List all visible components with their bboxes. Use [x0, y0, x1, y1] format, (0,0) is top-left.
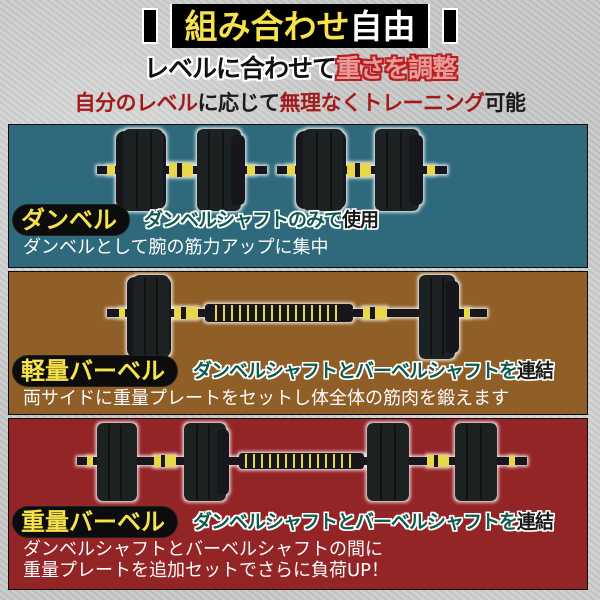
mode-badge: ダンベル: [13, 205, 129, 235]
title-cap-left: [142, 8, 158, 44]
heavy-barbell-illustration: [77, 423, 527, 501]
grip-rings: [245, 454, 351, 468]
mode-badge: 重量バーベル: [13, 507, 177, 537]
subtitle2-part: 可能: [484, 91, 527, 115]
title-text: 組み合わせ自由: [170, 4, 430, 48]
tagline-green: ダンベルシャフトのみで: [144, 209, 343, 231]
grip-rings: [215, 305, 337, 321]
light-barbell-illustration: [107, 275, 487, 359]
mode-panel-light-barbell: 軽量バーベル ダンベルシャフトとバーベルシャフトを連結 両サイドに重量プレートを…: [8, 271, 588, 415]
tagline-dark: 使用: [342, 209, 379, 231]
subtitle2-part: 無理なくトレーニング: [279, 91, 486, 115]
mode-description-line-1: ダンベルシャフトとバーベルシャフトの間に: [23, 539, 383, 560]
tagline-green: ダンベルシャフトとバーベルシャフトを: [193, 511, 518, 533]
subtitle1-accent: 重さを調整: [336, 54, 457, 83]
dumbbell-pair-illustration: [97, 129, 447, 211]
mode-description: ダンベルとして腕の筋力アップに集中: [23, 237, 329, 258]
mode-tagline: ダンベルシャフトとバーベルシャフトを連結: [193, 510, 554, 534]
mode-panel-heavy-barbell: 重量バーベル ダンベルシャフトとバーベルシャフトを連結 ダンベルシャフトとバーベ…: [8, 418, 588, 590]
mode-panel-dumbbell: ダンベル ダンベルシャフトのみで使用 ダンベルとして腕の筋力アップに集中: [8, 124, 588, 268]
mode-badge: 軽量バーベル: [13, 356, 177, 386]
title-cap-right: [442, 8, 458, 44]
title-banner: 組み合わせ自由: [142, 4, 458, 48]
mode-description-line-2: 重量プレートを追加セットでさらに負荷UP！: [23, 560, 390, 581]
subtitle2-part: に応じて: [197, 91, 281, 115]
subtitle-training-level: 自分のレベルに応じて無理なくトレーニング可能: [0, 90, 600, 116]
title-plain: 自由: [349, 6, 416, 46]
tagline-dark: 連結: [517, 360, 554, 382]
title-highlight: 組み合わせ: [184, 6, 350, 46]
tagline-dark: 連結: [517, 511, 554, 533]
subtitle1-plain: レベルに合わせて: [143, 54, 337, 83]
subtitle-weight-adjust: レベルに合わせて重さを調整: [0, 54, 600, 84]
mode-tagline: ダンベルシャフトとバーベルシャフトを連結: [193, 359, 554, 383]
tagline-green: ダンベルシャフトとバーベルシャフトを: [193, 360, 518, 382]
mode-tagline: ダンベルシャフトのみで使用: [144, 208, 379, 232]
mode-description: 両サイドに重量プレートをセットし体全体の筋肉を鍛えます: [23, 388, 509, 409]
subtitle2-part: 自分のレベル: [74, 91, 199, 115]
